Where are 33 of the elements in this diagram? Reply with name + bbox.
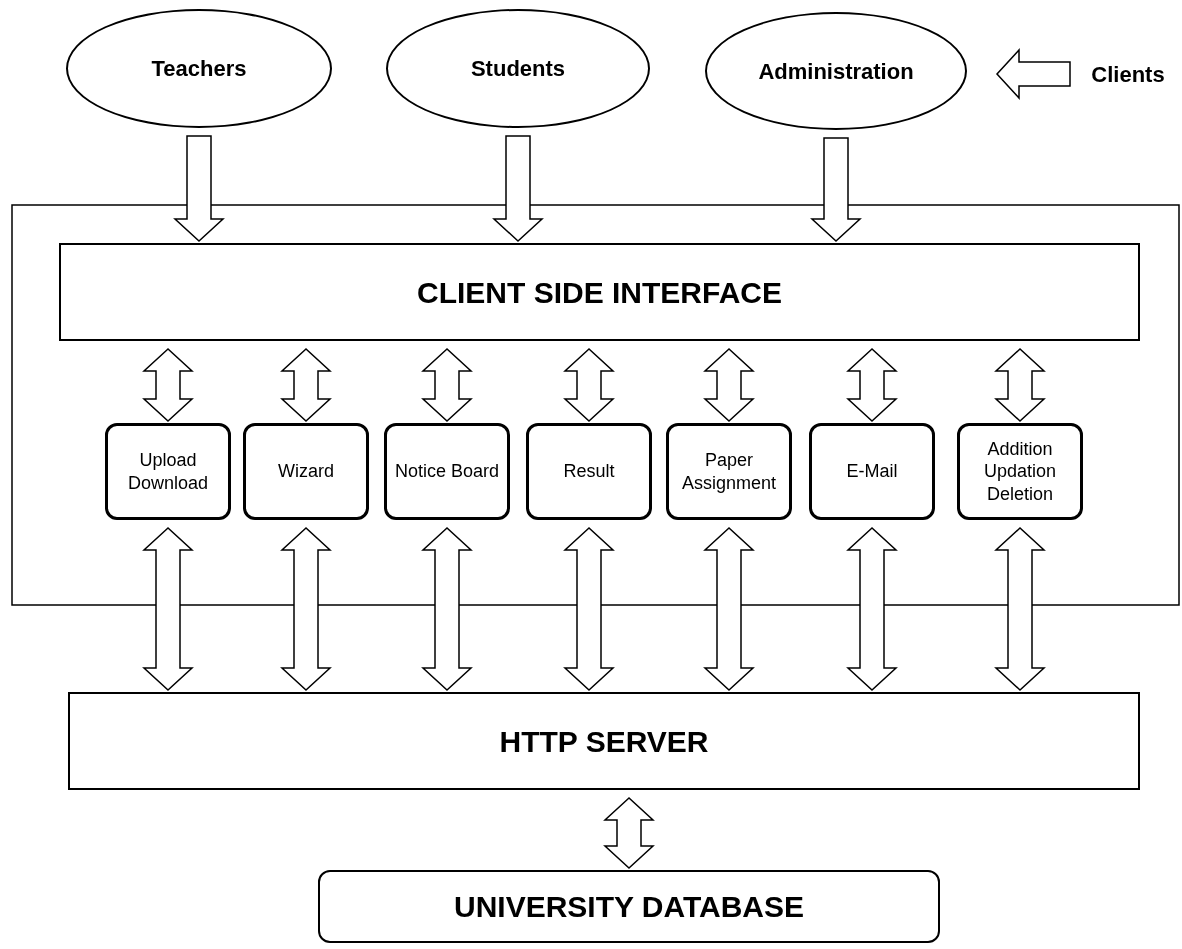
block-arrow xyxy=(142,527,194,691)
block-arrow xyxy=(280,348,332,422)
block-arrow xyxy=(996,48,1071,100)
client-ellipse: Administration xyxy=(705,12,967,130)
module-box: Wizard xyxy=(243,423,369,520)
block-arrow xyxy=(994,527,1046,691)
client-ellipse: Teachers xyxy=(66,9,332,128)
layer-box: HTTP SERVER xyxy=(68,692,1140,790)
module-box: Addition Updation Deletion xyxy=(957,423,1083,520)
block-arrow xyxy=(603,797,655,869)
database-box: UNIVERSITY DATABASE xyxy=(318,870,940,943)
block-arrow xyxy=(563,527,615,691)
module-box: Upload Download xyxy=(105,423,231,520)
block-arrow xyxy=(703,348,755,422)
block-arrow xyxy=(280,527,332,691)
block-arrow xyxy=(563,348,615,422)
module-box: Paper Assignment xyxy=(666,423,792,520)
block-arrow xyxy=(846,527,898,691)
block-arrow xyxy=(703,527,755,691)
block-arrow xyxy=(846,348,898,422)
block-arrow xyxy=(421,527,473,691)
block-arrow xyxy=(994,348,1046,422)
block-arrow xyxy=(142,348,194,422)
client-ellipse: Students xyxy=(386,9,650,128)
layer-box: CLIENT SIDE INTERFACE xyxy=(59,243,1140,341)
block-arrow xyxy=(810,137,862,242)
module-box: E-Mail xyxy=(809,423,935,520)
module-box: Notice Board xyxy=(384,423,510,520)
module-box: Result xyxy=(526,423,652,520)
clients-label: Clients xyxy=(1080,56,1176,92)
block-arrow xyxy=(421,348,473,422)
block-arrow xyxy=(492,135,544,242)
block-arrow xyxy=(173,135,225,242)
